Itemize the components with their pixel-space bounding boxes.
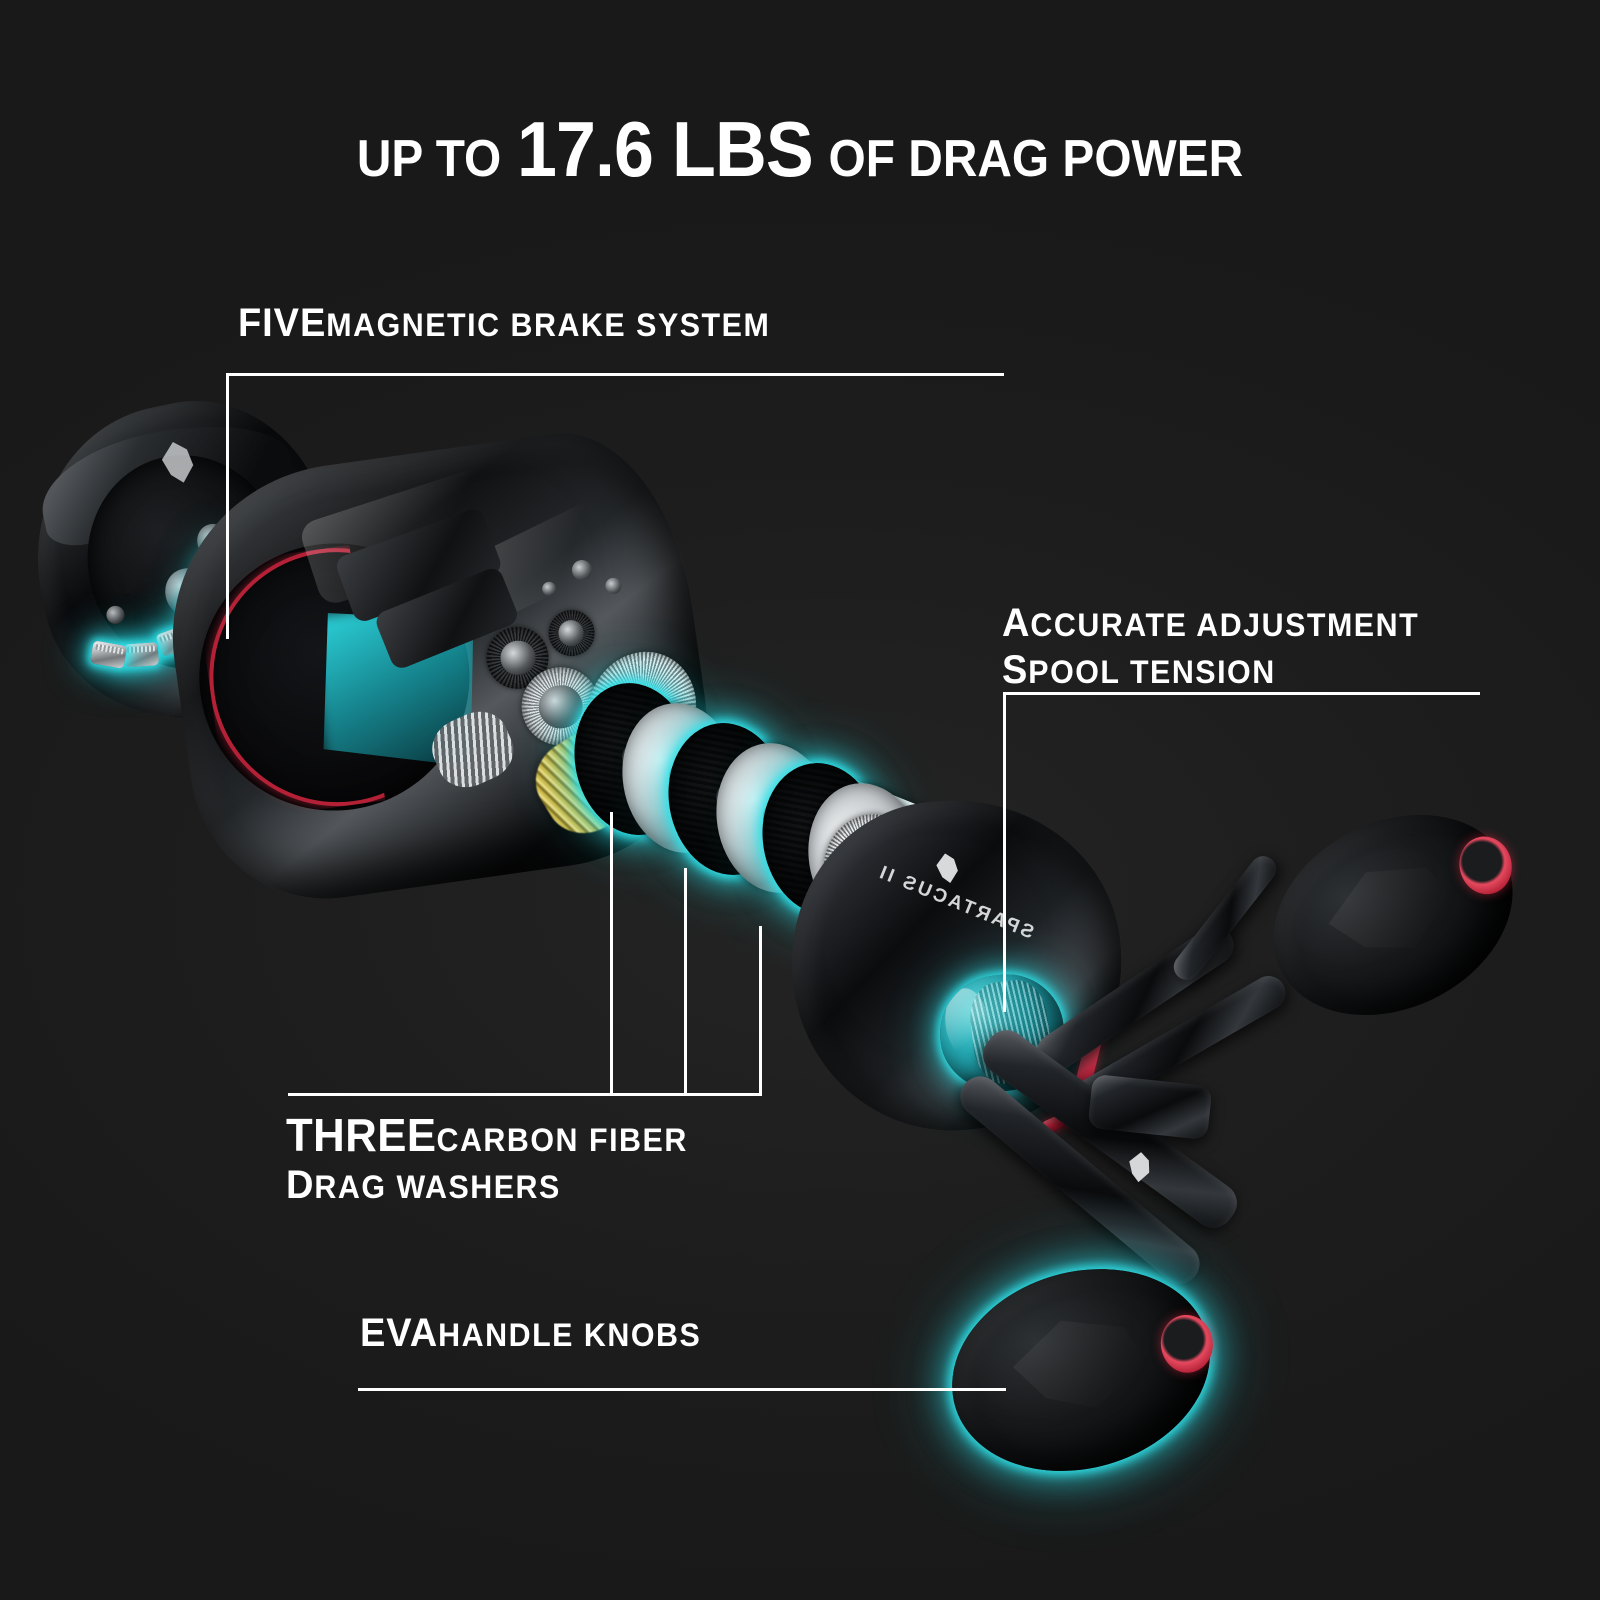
callout-magnetic-brake: FIVEMAGNETIC BRAKE SYSTEM <box>238 300 770 347</box>
callout-drag-washers: THREECARBON FIBER DRAG WASHERS <box>286 1108 688 1209</box>
callout-drag-washers-l2-lead: D <box>286 1163 315 1208</box>
thumb-bar[interactable] <box>1168 850 1282 986</box>
knob-red-cap <box>1453 831 1518 901</box>
leader-line-spool-tension <box>1003 692 1480 695</box>
leader-line-drag-washer-2 <box>684 868 687 1096</box>
headline-prefix: UP TO <box>356 130 502 188</box>
callout-spool-tension-l2-rest: POOL TENSION <box>1028 654 1276 691</box>
leader-line-drag-washer-1 <box>610 812 613 1096</box>
leader-line-eva-knobs <box>358 1388 1006 1391</box>
magnet-brake-block <box>123 641 160 667</box>
callout-drag-washers-l2-rest: RAG WASHERS <box>314 1169 561 1206</box>
callout-drag-washers-l1-rest: CARBON FIBER <box>436 1122 688 1158</box>
page-title: UP TO 17.6 LBS OF DRAG POWER <box>64 104 1536 195</box>
headline-value: 17.6 LBS <box>517 105 814 193</box>
leader-line-spool-tension-drop <box>1003 692 1006 1012</box>
callout-eva-knobs: EVAHANDLE KNOBS <box>360 1310 701 1357</box>
callout-magnetic-brake-lead: FIVE <box>238 301 327 345</box>
leader-line-drag-washers <box>288 1093 762 1096</box>
callout-spool-tension-l1-lead: A <box>1002 601 1031 645</box>
callout-spool-tension-l1-rest: CCURATE ADJUSTMENT <box>1030 607 1420 643</box>
leader-line-drag-washer-3 <box>759 926 762 1096</box>
callout-spool-tension: ACCURATE ADJUSTMENT SPOOL TENSION <box>1002 600 1419 694</box>
callout-eva-knobs-rest: HANDLE KNOBS <box>438 1317 702 1353</box>
headline-suffix: OF DRAG POWER <box>828 130 1244 188</box>
leader-line-magnetic-brake <box>226 373 1004 376</box>
callout-spool-tension-l2-lead: S <box>1002 648 1029 693</box>
callout-drag-washers-l1-lead: THREE <box>286 1109 437 1161</box>
leader-line-magnetic-brake-drop <box>226 373 229 639</box>
callout-eva-knobs-lead: EVA <box>360 1311 439 1355</box>
callout-magnetic-brake-rest: MAGNETIC BRAKE SYSTEM <box>326 307 771 343</box>
